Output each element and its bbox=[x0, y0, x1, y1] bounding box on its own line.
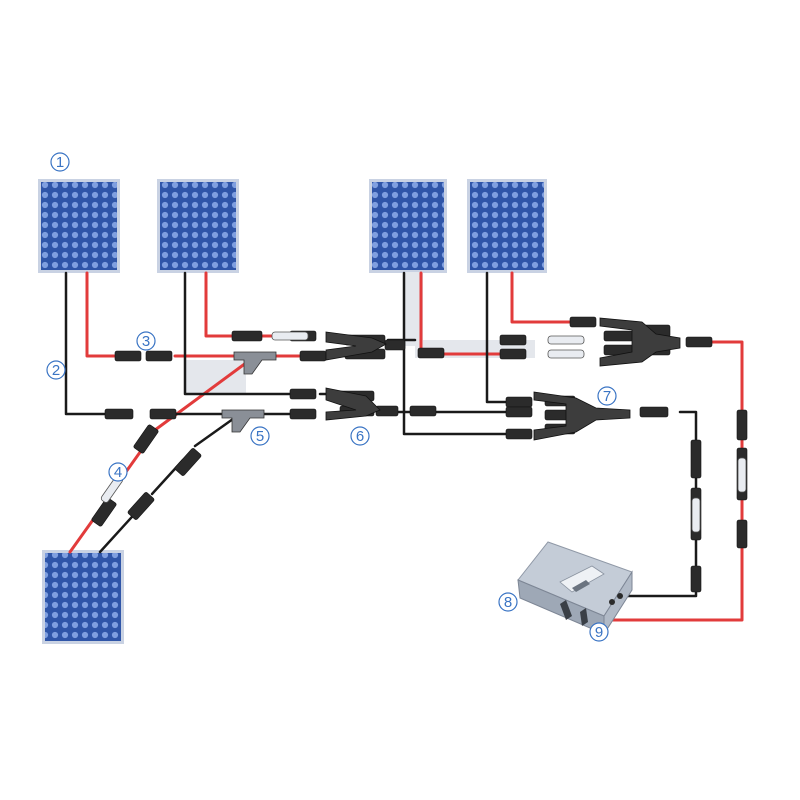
label-1-text: 1 bbox=[56, 154, 64, 171]
label-9: 9 bbox=[589, 622, 609, 642]
label-9-text: 9 bbox=[595, 624, 603, 641]
mc4-connectors bbox=[91, 316, 748, 593]
solar-panel-4 bbox=[467, 179, 547, 273]
label-7-text: 7 bbox=[603, 388, 611, 405]
label-5-text: 5 bbox=[256, 428, 264, 445]
label-3-text: 3 bbox=[142, 333, 150, 350]
label-8: 8 bbox=[498, 592, 518, 612]
branch-connector-5-top bbox=[233, 351, 277, 375]
solar-panel-2 bbox=[157, 179, 239, 273]
solar-panel-5 bbox=[42, 550, 124, 644]
branch-connector-5 bbox=[221, 409, 265, 433]
label-6: 6 bbox=[350, 426, 370, 446]
label-5: 5 bbox=[250, 426, 270, 446]
label-4: 4 bbox=[108, 462, 128, 482]
branch-connector-7 bbox=[533, 391, 631, 441]
label-6-text: 6 bbox=[356, 428, 364, 445]
branch-connector-6 bbox=[325, 331, 387, 421]
label-1: 1 bbox=[50, 152, 70, 172]
solar-panel-1 bbox=[38, 179, 120, 273]
label-3: 3 bbox=[136, 331, 156, 351]
label-2-text: 2 bbox=[52, 362, 60, 379]
label-8-text: 8 bbox=[504, 594, 512, 611]
label-4-text: 4 bbox=[114, 464, 122, 481]
inline-fuses bbox=[100, 331, 747, 533]
branch-connector-top-right bbox=[599, 317, 681, 367]
inverter bbox=[517, 541, 633, 636]
label-2: 2 bbox=[46, 360, 66, 380]
solar-panel-3 bbox=[369, 179, 447, 273]
label-7: 7 bbox=[597, 386, 617, 406]
